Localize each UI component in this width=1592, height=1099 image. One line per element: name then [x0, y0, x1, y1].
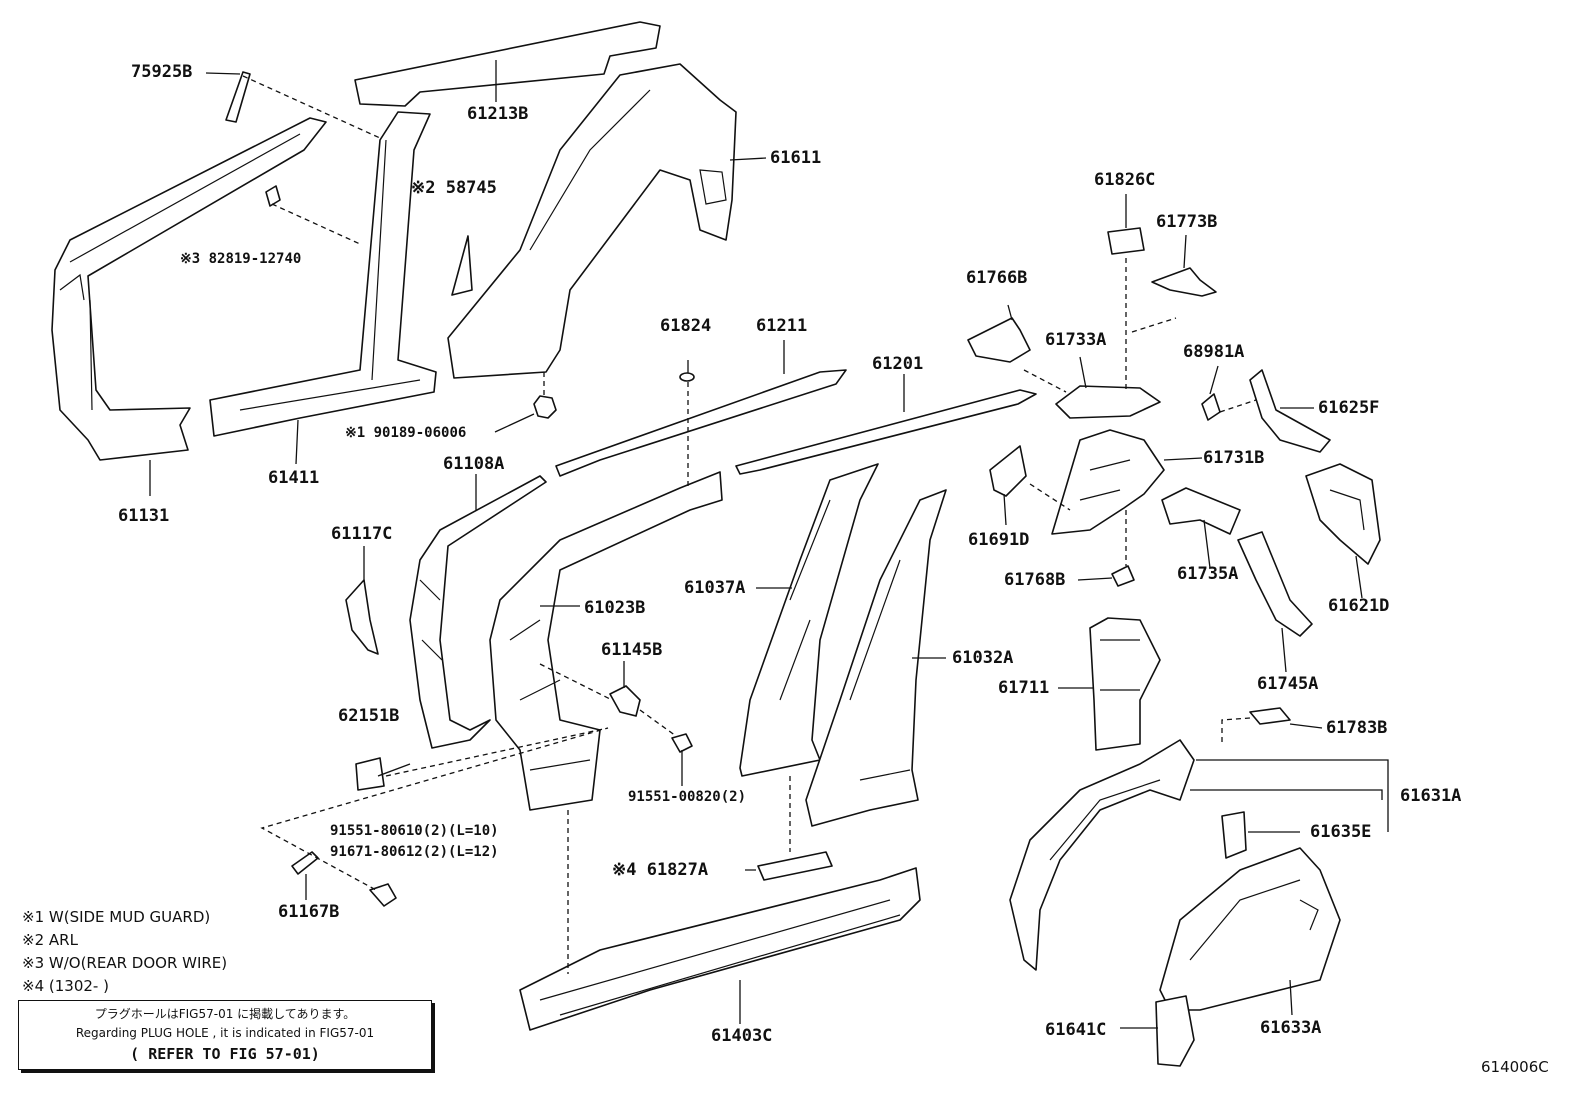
label-61635e: 61635E	[1310, 822, 1372, 842]
part-61641c	[1155, 995, 1195, 1067]
label-61745a: 61745A	[1257, 674, 1319, 694]
footnote-2: ※2 ARL	[22, 931, 78, 949]
part-61735a	[1161, 487, 1241, 535]
part-61037a	[739, 463, 879, 777]
part-58745	[451, 235, 473, 296]
footnotes: ※1 W(SIDE MUD GUARD) ※2 ARL ※3 W/O(REAR …	[22, 906, 227, 998]
label-61768b: 61768B	[1004, 570, 1066, 590]
part-68981a	[1201, 393, 1221, 421]
label-61403c: 61403C	[711, 1026, 773, 1046]
label-61766b: 61766B	[966, 268, 1028, 288]
part-61711	[1089, 617, 1161, 751]
reference-line-english: Regarding PLUG HOLE , it is indicated in…	[75, 1026, 375, 1040]
leader-lines	[149, 60, 1389, 1029]
label-61037a: 61037A	[684, 578, 746, 598]
part-61733a	[1055, 385, 1161, 419]
bolt-91551-80610	[369, 883, 397, 907]
label-61631a: 61631A	[1400, 786, 1462, 806]
label-61633a: 61633A	[1260, 1018, 1322, 1038]
part-62151b	[355, 757, 385, 791]
label-61117c: 61117C	[331, 524, 393, 544]
part-61745a	[1237, 531, 1313, 637]
label-61731b: 61731B	[1203, 448, 1265, 468]
label-61131: 61131	[118, 506, 170, 526]
label-61827a: ※4 61827A	[612, 860, 709, 880]
part-61145b	[609, 685, 641, 717]
label-61213b: 61213B	[467, 104, 529, 124]
part-61783b	[1249, 707, 1291, 725]
part-61824	[679, 372, 695, 382]
label-61733a: 61733A	[1045, 330, 1107, 350]
label-68981a: 68981A	[1183, 342, 1245, 362]
label-61625f: 61625F	[1318, 398, 1380, 418]
part-61768b	[1111, 565, 1135, 587]
part-61631a	[1009, 739, 1195, 971]
label-61032a: 61032A	[952, 648, 1014, 668]
label-58745: ※2 58745	[411, 178, 497, 198]
part-61827a	[757, 851, 833, 881]
part-82819	[265, 185, 281, 207]
label-75925b: 75925B	[131, 62, 193, 82]
part-61131	[51, 117, 327, 461]
part-61167b	[291, 851, 319, 875]
footnote-3: ※3 W/O(REAR DOOR WIRE)	[22, 954, 228, 972]
part-61766b	[967, 317, 1031, 363]
part-61773b	[1151, 267, 1217, 297]
label-61783b: 61783B	[1326, 718, 1388, 738]
label-82819-12740: ※3 82819-12740	[180, 251, 302, 267]
label-61211: 61211	[756, 316, 808, 336]
part-61635e	[1221, 811, 1247, 859]
part-61023b	[489, 471, 723, 811]
label-61691d: 61691D	[968, 530, 1030, 550]
part-61211	[555, 369, 847, 477]
figure-code: 614006C	[1481, 1058, 1549, 1076]
part-61117c	[345, 579, 379, 655]
assembly-lines	[242, 75, 1257, 974]
label-91671-80612: 91671-80612(2)(L=12)	[330, 844, 499, 860]
part-61621d	[1305, 463, 1381, 565]
label-61411: 61411	[268, 468, 320, 488]
label-61773b: 61773B	[1156, 212, 1218, 232]
part-61611	[447, 63, 737, 379]
label-62151b: 62151B	[338, 706, 400, 726]
footnote-4: ※4 (1302- )	[22, 977, 109, 995]
part-61625f	[1249, 369, 1331, 453]
part-61691d	[989, 445, 1027, 497]
label-61824: 61824	[660, 316, 712, 336]
part-61411	[209, 111, 437, 437]
label-61145b: 61145B	[601, 640, 663, 660]
reference-line-japanese: プラグホールはFIG57-01 に掲載してあります。	[94, 1007, 356, 1021]
part-61201	[735, 389, 1037, 475]
reference-line-fig: ( REFER TO FIG 57-01)	[130, 1045, 320, 1063]
label-61735a: 61735A	[1177, 564, 1239, 584]
label-61711: 61711	[998, 678, 1050, 698]
part-61731b	[1051, 429, 1165, 535]
label-61641c: 61641C	[1045, 1020, 1107, 1040]
part-75925b	[225, 71, 251, 123]
label-91551-80610: 91551-80610(2)(L=10)	[330, 823, 499, 839]
part-90189	[533, 395, 557, 419]
label-61201: 61201	[872, 354, 924, 374]
label-61611: 61611	[770, 148, 822, 168]
label-61108a: 61108A	[443, 454, 505, 474]
label-90189-06006: ※1 90189-06006	[345, 425, 467, 441]
label-61621d: 61621D	[1328, 596, 1390, 616]
label-61023b: 61023B	[584, 598, 646, 618]
label-91551-00820: 91551-00820(2)	[628, 789, 747, 805]
label-61167b: 61167B	[278, 902, 340, 922]
reference-box: プラグホールはFIG57-01 に掲載してあります。 Regarding PLU…	[18, 1000, 432, 1070]
part-61826c	[1107, 227, 1145, 255]
footnote-1: ※1 W(SIDE MUD GUARD)	[22, 908, 211, 926]
part-61032a	[805, 489, 947, 827]
bolt-91551-00820	[671, 733, 693, 753]
part-61633a	[1159, 847, 1341, 1011]
part-61108a	[409, 475, 547, 749]
label-61826c: 61826C	[1094, 170, 1156, 190]
part-61213b	[354, 21, 661, 107]
